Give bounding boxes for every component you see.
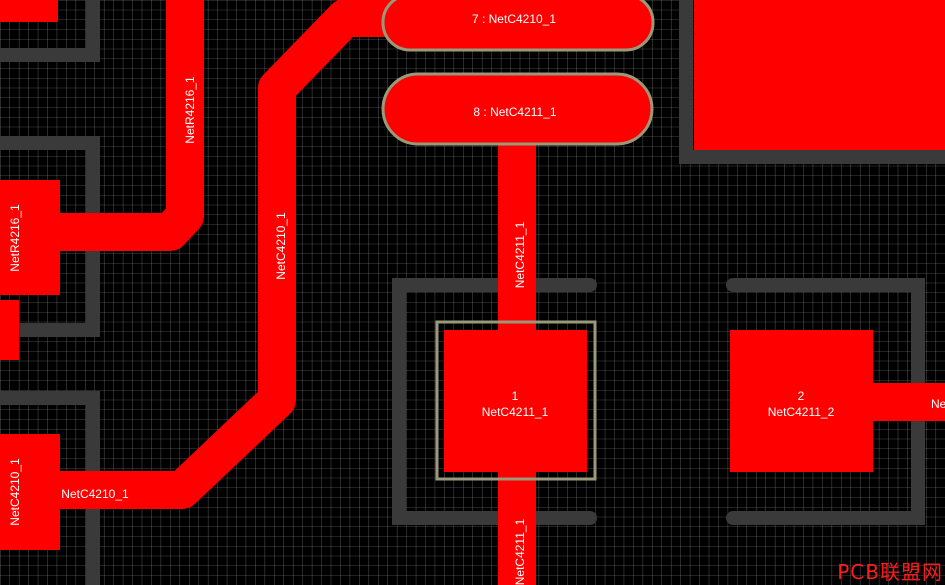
- trace-label-netc4210-horizontal: NetC4210_1: [61, 487, 129, 501]
- trace-label-netr4216-pad: NetR4216_1: [8, 204, 22, 272]
- pad-netc4210[interactable]: [0, 434, 60, 550]
- pad-2-net: NetC4211_2: [768, 405, 835, 419]
- pad-2-number: 2: [798, 389, 805, 403]
- pad-8[interactable]: [381, 72, 654, 146]
- pad-left-top[interactable]: [0, 0, 58, 22]
- outline-left-bottom: [0, 391, 100, 585]
- trace-netr4216: [40, 0, 204, 251]
- trace-label-netc4211-lower: NetC4211_1: [513, 518, 527, 585]
- pad-2[interactable]: [730, 330, 873, 472]
- outline-left-top: [0, 0, 100, 62]
- trace-label-netc4210-diag: NetC4210_1: [274, 212, 288, 280]
- watermark: PCB联盟网: [837, 560, 943, 584]
- pad-8-label: 8 : NetC4211_1: [473, 105, 556, 119]
- pad-7-label: 7 : NetC4210_1: [472, 12, 556, 26]
- pad-1-net: NetC4211_1: [482, 405, 549, 419]
- outline-c4211-left: [392, 278, 597, 525]
- pad-7[interactable]: [381, 0, 655, 52]
- outline-big-pad: [679, 0, 945, 164]
- trace-label-netc4211-right: Net: [931, 397, 945, 411]
- trace-label-netc4210-pad: NetC4210_1: [8, 458, 22, 526]
- pad-netr4216[interactable]: [0, 180, 60, 295]
- trace-label-netc4211-upper: NetC4211_1: [513, 221, 527, 288]
- trace-label-netr4216-vertical: NetR4216_1: [183, 76, 197, 144]
- pad-1-outline: [435, 320, 597, 481]
- pad-1-number: 1: [512, 389, 519, 403]
- pad-1[interactable]: [444, 330, 587, 472]
- trace-netc4210: [40, 0, 420, 509]
- pad-large-top-right[interactable]: [694, 0, 945, 150]
